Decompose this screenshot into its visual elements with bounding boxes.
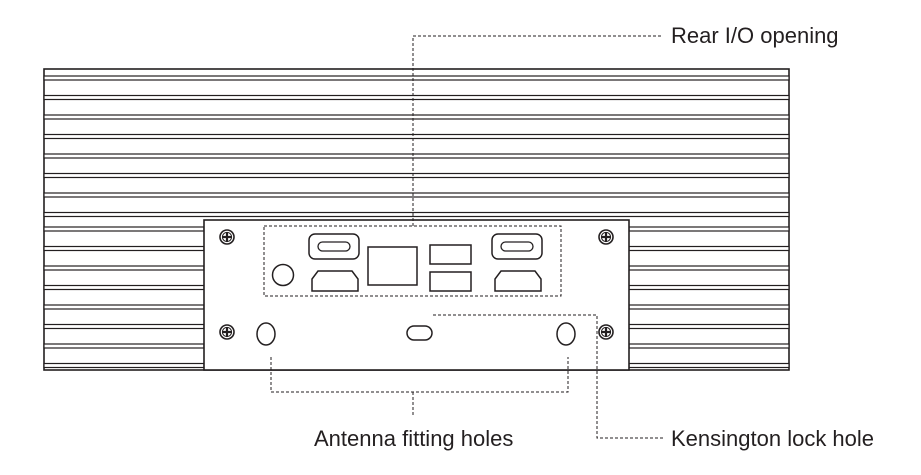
heatsink-fins-upper bbox=[43, 75, 790, 218]
ethernet-port bbox=[367, 246, 418, 286]
heatsink-fin bbox=[43, 226, 205, 232]
heatsink-fin bbox=[628, 265, 790, 271]
heatsink-fin bbox=[43, 304, 205, 310]
heatsink-fin bbox=[43, 211, 790, 218]
heatsink-fin bbox=[628, 284, 790, 291]
heatsink-fin bbox=[43, 245, 205, 252]
screw-icon bbox=[597, 228, 615, 246]
heatsink-fin bbox=[43, 114, 790, 120]
antenna-fitting-holes-label: Antenna fitting holes bbox=[314, 426, 514, 451]
antenna-hole-right bbox=[556, 322, 576, 346]
heatsink-fin bbox=[43, 362, 205, 369]
io-ports bbox=[271, 233, 543, 292]
usb-c-port-right bbox=[491, 233, 543, 260]
kensington-leader-line bbox=[433, 314, 665, 439]
heatsink-fin bbox=[43, 192, 790, 198]
kensington-lock-hole bbox=[406, 325, 433, 341]
heatsink-fin bbox=[628, 304, 790, 310]
screw-icon bbox=[597, 323, 615, 341]
heatsink-fin bbox=[43, 265, 205, 271]
heatsink-fin bbox=[628, 323, 790, 330]
heatsink-fin bbox=[628, 343, 790, 349]
heatsink-fin bbox=[43, 75, 790, 81]
round-jack-port bbox=[271, 263, 295, 287]
screw-icon bbox=[218, 323, 236, 341]
rear-io-leader-line bbox=[412, 35, 662, 226]
kensington-lock-hole-label: Kensington lock hole bbox=[671, 426, 875, 451]
hdmi-port-right bbox=[494, 270, 542, 292]
heatsink-fin bbox=[43, 284, 205, 291]
heatsink-fin bbox=[628, 245, 790, 252]
usb-c-port-left bbox=[308, 233, 360, 260]
heatsink-fin bbox=[628, 226, 790, 232]
heatsink-fin bbox=[43, 323, 205, 330]
usb-a-port-top bbox=[429, 244, 472, 265]
heatsink-fin bbox=[43, 172, 790, 179]
rear-io-opening-label: Rear I/O opening bbox=[671, 23, 839, 48]
hdmi-port-left bbox=[311, 270, 359, 292]
heatsink-fin bbox=[628, 362, 790, 369]
heatsink-fin bbox=[43, 133, 790, 140]
heatsink-fin bbox=[43, 343, 205, 349]
usb-a-port-bottom bbox=[429, 271, 472, 292]
antenna-leader-line bbox=[270, 357, 569, 416]
heatsink-fin bbox=[43, 94, 790, 101]
heatsink-fin bbox=[43, 153, 790, 159]
screw-icon bbox=[218, 228, 236, 246]
rear-io-opening-outline bbox=[263, 225, 562, 297]
antenna-hole-left bbox=[256, 322, 276, 346]
heatsink-fins-right bbox=[628, 226, 790, 369]
rear-panel-plate bbox=[203, 219, 630, 371]
